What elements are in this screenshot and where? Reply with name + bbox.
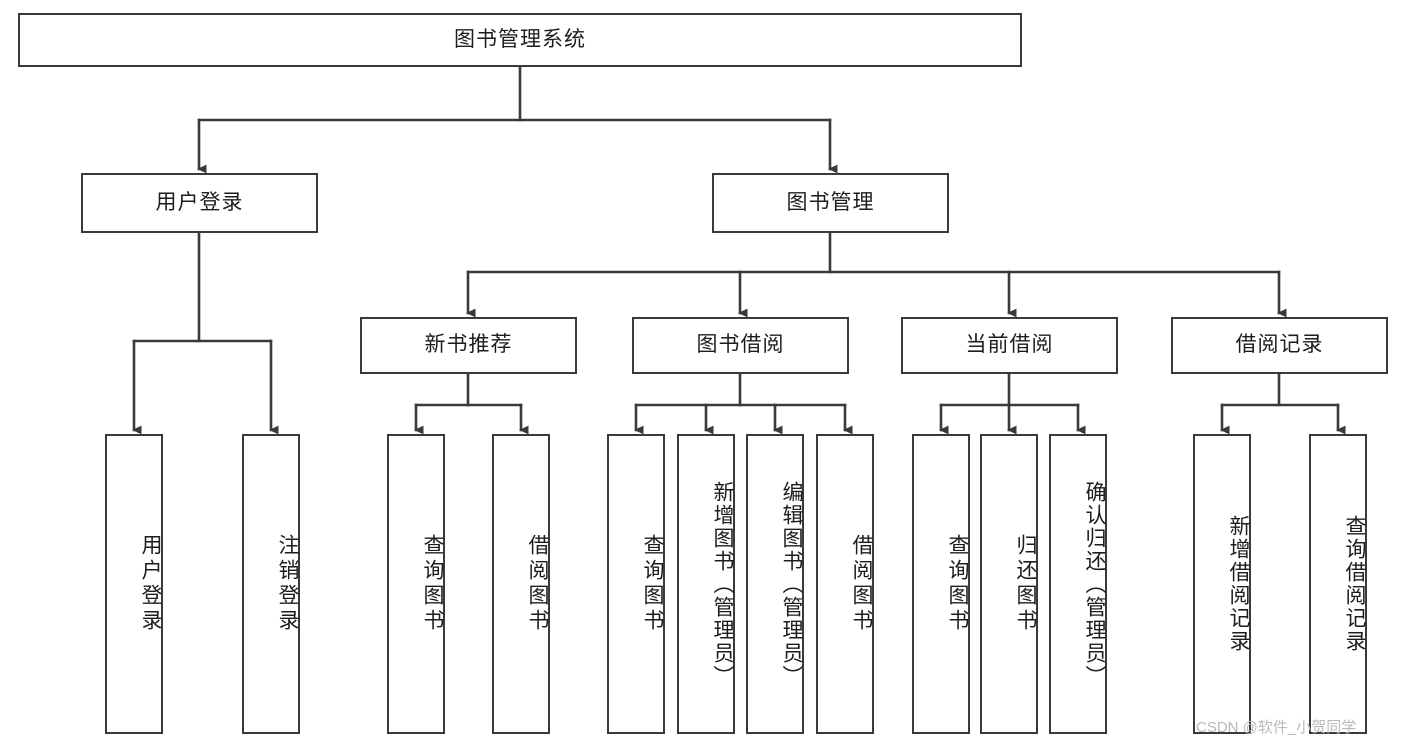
node-leaf-borrow-book-2[interactable]: 借阅图书	[816, 434, 874, 734]
node-leaf-user-logout[interactable]: 注销登录	[242, 434, 300, 734]
node-borrow-record[interactable]: 借阅记录	[1171, 317, 1388, 374]
csdn-watermark: CSDN @软件_小贺同学	[1196, 719, 1357, 736]
node-leaf-user-login-label: 用户登录	[139, 534, 162, 634]
node-leaf-edit-book-label: 编辑图书（管理员）	[780, 480, 803, 688]
node-leaf-return-book-label: 归还图书	[1014, 534, 1037, 634]
node-new-book-recommend-label: 新书推荐	[424, 333, 513, 357]
node-leaf-user-logout-label: 注销登录	[276, 534, 299, 634]
node-leaf-add-record[interactable]: 新增借阅记录	[1193, 434, 1251, 734]
node-leaf-borrow-book-1-label: 借阅图书	[526, 534, 549, 634]
node-leaf-query-book-2-label: 查询图书	[641, 534, 664, 634]
node-root-label: 图书管理系统	[454, 27, 586, 51]
node-root[interactable]: 图书管理系统	[18, 13, 1022, 67]
node-leaf-add-record-label: 新增借阅记录	[1227, 515, 1250, 653]
node-leaf-edit-book[interactable]: 编辑图书（管理员）	[746, 434, 804, 734]
node-book-borrow[interactable]: 图书借阅	[632, 317, 849, 374]
node-leaf-query-book-1-label: 查询图书	[421, 534, 444, 634]
node-leaf-add-book-label: 新增图书（管理员）	[711, 480, 734, 688]
node-leaf-query-record-label: 查询借阅记录	[1343, 515, 1366, 653]
node-leaf-query-book-1[interactable]: 查询图书	[387, 434, 445, 734]
node-leaf-add-book[interactable]: 新增图书（管理员）	[677, 434, 735, 734]
node-book-manage-label: 图书管理	[786, 190, 875, 214]
node-leaf-borrow-book-1[interactable]: 借阅图书	[492, 434, 550, 734]
node-book-manage[interactable]: 图书管理	[712, 173, 949, 233]
node-leaf-query-book-3[interactable]: 查询图书	[912, 434, 970, 734]
node-leaf-query-book-2[interactable]: 查询图书	[607, 434, 665, 734]
node-leaf-query-record[interactable]: 查询借阅记录	[1309, 434, 1367, 734]
node-leaf-return-book[interactable]: 归还图书	[980, 434, 1038, 734]
node-leaf-query-book-3-label: 查询图书	[946, 534, 969, 634]
node-book-borrow-label: 图书借阅	[696, 333, 785, 357]
node-borrow-record-label: 借阅记录	[1235, 333, 1324, 357]
node-new-book-recommend[interactable]: 新书推荐	[360, 317, 577, 374]
node-leaf-confirm-return[interactable]: 确认归还（管理员）	[1049, 434, 1107, 734]
node-current-borrow[interactable]: 当前借阅	[901, 317, 1118, 374]
node-current-borrow-label: 当前借阅	[965, 333, 1054, 357]
node-user-login-label: 用户登录	[155, 190, 244, 214]
node-user-login[interactable]: 用户登录	[81, 173, 318, 233]
node-leaf-borrow-book-2-label: 借阅图书	[850, 534, 873, 634]
node-leaf-user-login[interactable]: 用户登录	[105, 434, 163, 734]
node-leaf-confirm-return-label: 确认归还（管理员）	[1083, 480, 1106, 688]
